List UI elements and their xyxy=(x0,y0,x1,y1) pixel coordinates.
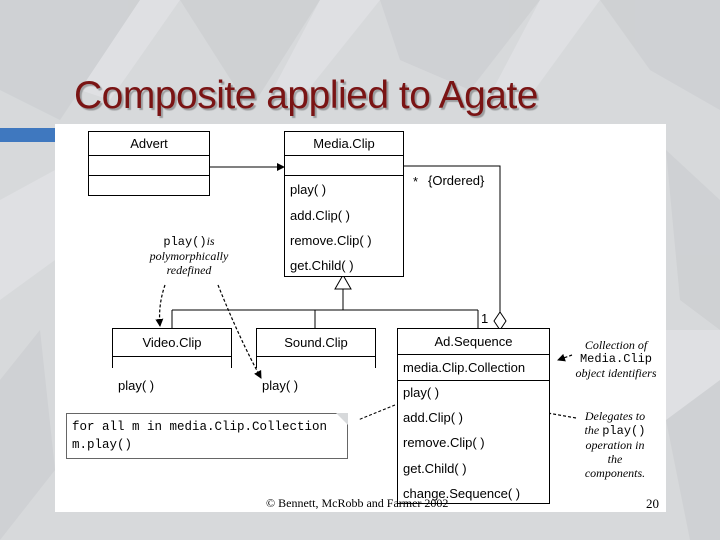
media-clip-op-get-child: get.Child( ) xyxy=(290,258,354,273)
note-polymorphic-code: play() xyxy=(163,235,207,249)
class-media-clip[interactable]: Media.Clip xyxy=(284,131,404,277)
ad-sequence-op-remove-clip: remove.Clip( ) xyxy=(403,435,485,450)
note-collection-line1: Collection of xyxy=(584,338,648,352)
note-code-line2: m.play() xyxy=(72,438,133,452)
class-ad-sequence-name: Ad.Sequence xyxy=(398,329,549,355)
note-delegates: Delegates to the play() operation in the… xyxy=(572,409,658,480)
video-clip-op-play: play( ) xyxy=(118,378,155,393)
note-polymorphic-line1: is xyxy=(206,234,215,248)
note-pointer-sound xyxy=(217,284,262,379)
ad-sequence-op-add-clip: add.Clip( ) xyxy=(403,410,463,425)
class-video-clip-name: Video.Clip xyxy=(113,329,231,357)
note-pointer-video xyxy=(155,284,166,327)
note-collection: Collection of Media.Clip object identifi… xyxy=(566,338,666,380)
class-ad-sequence[interactable]: Ad.Sequence xyxy=(397,328,550,504)
copyright-footer: © Bennett, McRobb and Farmer 2002 xyxy=(266,496,449,510)
note-polymorphic-line2: polymorphically xyxy=(149,249,229,263)
multiplicity-one: 1 xyxy=(481,311,489,326)
ad-sequence-attr-collection: media.Clip.Collection xyxy=(403,360,526,375)
note-delegates-line5: components. xyxy=(584,466,646,480)
ad-sequence-op-play: play( ) xyxy=(403,385,440,400)
generalization-triangle xyxy=(334,273,352,290)
note-delegates-line1: Delegates to xyxy=(584,409,646,423)
note-pointer-code xyxy=(357,404,396,421)
note-delegates-line4: the xyxy=(607,452,623,466)
page-number: 20 xyxy=(646,496,659,511)
note-code: for all m in media.Clip.Collection m.play… xyxy=(66,413,348,459)
ordered-constraint: {Ordered} xyxy=(428,173,485,188)
class-advert-attributes xyxy=(89,156,209,176)
note-pointer-collection xyxy=(557,353,573,362)
class-media-clip-attributes xyxy=(285,156,403,176)
note-polymorphic: play()is polymorphically redefined xyxy=(134,234,244,277)
class-video-clip[interactable]: Video.Clip xyxy=(112,328,232,368)
accent-bar xyxy=(0,128,55,142)
note-code-line1: for all m in media.Clip.Collection xyxy=(72,420,328,434)
aggregation-line xyxy=(403,165,501,312)
class-media-clip-name: Media.Clip xyxy=(285,132,403,156)
slide-title: Composite applied to Agate xyxy=(74,74,539,117)
note-polymorphic-line3: redefined xyxy=(166,263,212,277)
ad-sequence-op-change-sequence: change.Sequence( ) xyxy=(403,486,521,501)
sound-clip-op-play: play( ) xyxy=(262,378,299,393)
note-fold-corner xyxy=(336,413,348,425)
note-delegates-line3: operation in xyxy=(585,438,645,452)
media-clip-op-remove-clip: remove.Clip( ) xyxy=(290,233,372,248)
note-collection-line3: object identifiers xyxy=(575,366,657,380)
note-delegates-line2: the xyxy=(584,423,600,437)
ad-sequence-op-get-child: get.Child( ) xyxy=(403,461,467,476)
class-advert[interactable]: Advert xyxy=(88,131,210,196)
multiplicity-many: * xyxy=(413,174,419,189)
note-collection-code: Media.Clip xyxy=(579,352,652,366)
note-delegates-code: play() xyxy=(602,424,646,438)
class-ad-sequence-attributes xyxy=(398,355,549,381)
class-sound-clip-name: Sound.Clip xyxy=(257,329,375,357)
class-advert-name: Advert xyxy=(89,132,209,156)
media-clip-op-play: play( ) xyxy=(290,182,327,197)
class-sound-clip[interactable]: Sound.Clip xyxy=(256,328,376,368)
media-clip-op-add-clip: add.Clip( ) xyxy=(290,208,350,223)
